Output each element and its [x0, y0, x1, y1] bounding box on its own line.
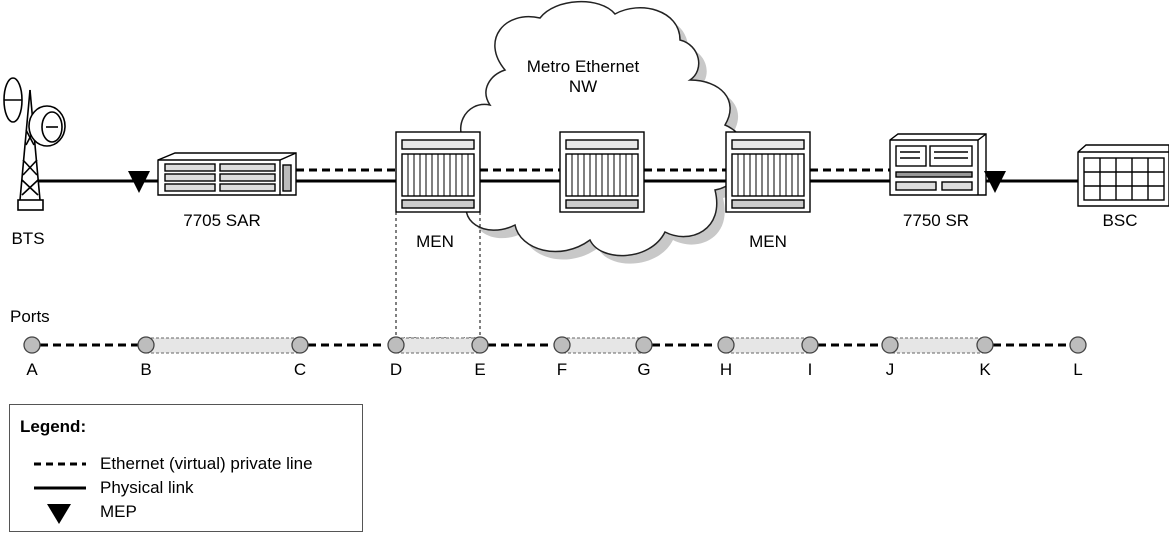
legend-item-physical: Physical link [20, 477, 360, 497]
men-core-icon [559, 131, 645, 213]
port-marker-k [976, 336, 994, 354]
sar-7705-icon [157, 152, 297, 196]
mep-triangle-sar [128, 171, 150, 193]
port-marker-h [717, 336, 735, 354]
port-marker-a [23, 336, 41, 354]
port-bar-sar [145, 337, 301, 354]
men-right-icon [725, 131, 811, 213]
bts-label: BTS [11, 229, 44, 248]
port-letter-a: A [26, 360, 38, 379]
port-bar-sr [889, 337, 986, 354]
mep-triangle-sr [984, 171, 1006, 193]
port-marker-i [801, 336, 819, 354]
port-letter-d: D [390, 360, 402, 379]
bsc-label: BSC [1103, 211, 1138, 230]
legend-title: Legend: [20, 417, 87, 436]
men-left-label: MEN [416, 232, 454, 251]
port-letter-b: B [140, 360, 151, 379]
port-device-bars [145, 337, 986, 354]
port-letter-l: L [1073, 360, 1082, 379]
port-marker-f [553, 336, 571, 354]
sr-7750-icon [889, 133, 987, 196]
port-bar-men-core [561, 337, 645, 354]
legend-box: Legend: Ethernet (virtual) private line … [9, 404, 363, 532]
port-letter-k: K [979, 360, 991, 379]
port-letter-e: E [474, 360, 485, 379]
ports-title: Ports [10, 307, 50, 326]
port-markers [23, 336, 1087, 354]
bts-tower-icon [3, 77, 66, 211]
legend-item-evpl: Ethernet (virtual) private line [20, 453, 360, 473]
port-letter-i: I [808, 360, 813, 379]
port-marker-l [1069, 336, 1087, 354]
legend-label-mep: MEP [100, 502, 137, 521]
port-letter-h: H [720, 360, 732, 379]
port-marker-e [471, 336, 489, 354]
legend-item-mep: MEP [20, 501, 360, 524]
port-marker-b [137, 336, 155, 354]
port-letter-j: J [886, 360, 895, 379]
port-bar-men-left [395, 337, 481, 354]
port-marker-c [291, 336, 309, 354]
cloud-label-line2: NW [569, 77, 597, 96]
men-left-icon [395, 131, 481, 213]
port-marker-j [881, 336, 899, 354]
solid-line-icon [34, 486, 86, 490]
legend-label-evpl: Ethernet (virtual) private line [100, 454, 313, 473]
men-port-guides [395, 212, 481, 339]
port-letter-c: C [294, 360, 306, 379]
dashed-line-icon [34, 462, 86, 466]
bsc-icon [1077, 144, 1169, 207]
metro-ethernet-cloud [450, 1, 746, 257]
cloud-label-line1: Metro Ethernet [527, 57, 640, 76]
sar-label: 7705 SAR [183, 211, 261, 230]
port-bar-men-right [725, 337, 811, 354]
down-triangle-icon [47, 504, 71, 524]
port-letters: A B C D E F G H I J K L [26, 360, 1082, 379]
port-letter-g: G [637, 360, 650, 379]
sr-label: 7750 SR [903, 211, 969, 230]
port-marker-g [635, 336, 653, 354]
legend-label-physical: Physical link [100, 478, 194, 497]
men-right-label: MEN [749, 232, 787, 251]
port-marker-d [387, 336, 405, 354]
port-letter-f: F [557, 360, 567, 379]
